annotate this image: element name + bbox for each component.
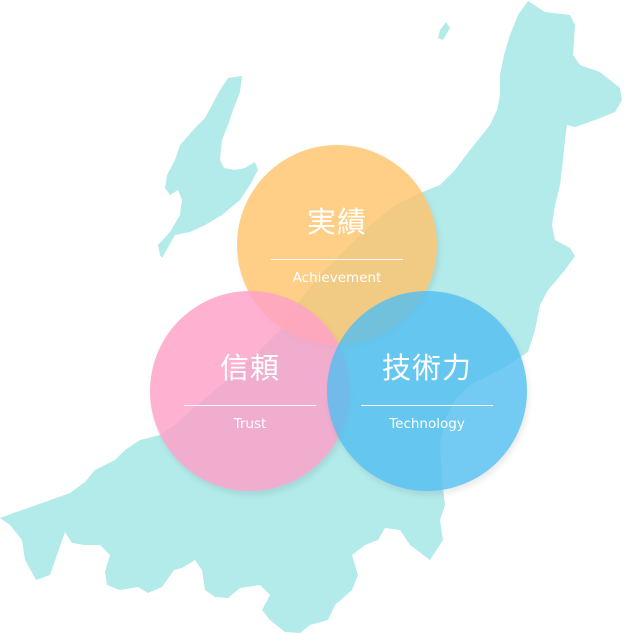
venn-circle-trust: 信頼 Trust <box>150 291 350 491</box>
achievement-title-jp: 実績 <box>306 205 367 239</box>
trust-title-en: Trust <box>233 416 267 432</box>
divider-line <box>271 259 403 260</box>
venn-circle-technology: 技術力 Technology <box>327 291 527 491</box>
divider-line <box>361 405 493 406</box>
technology-title-jp: 技術力 <box>381 351 472 385</box>
trust-title-jp: 信頼 <box>219 351 280 385</box>
divider-line <box>184 405 316 406</box>
achievement-title-en: Achievement <box>292 270 382 286</box>
technology-title-en: Technology <box>389 416 465 432</box>
